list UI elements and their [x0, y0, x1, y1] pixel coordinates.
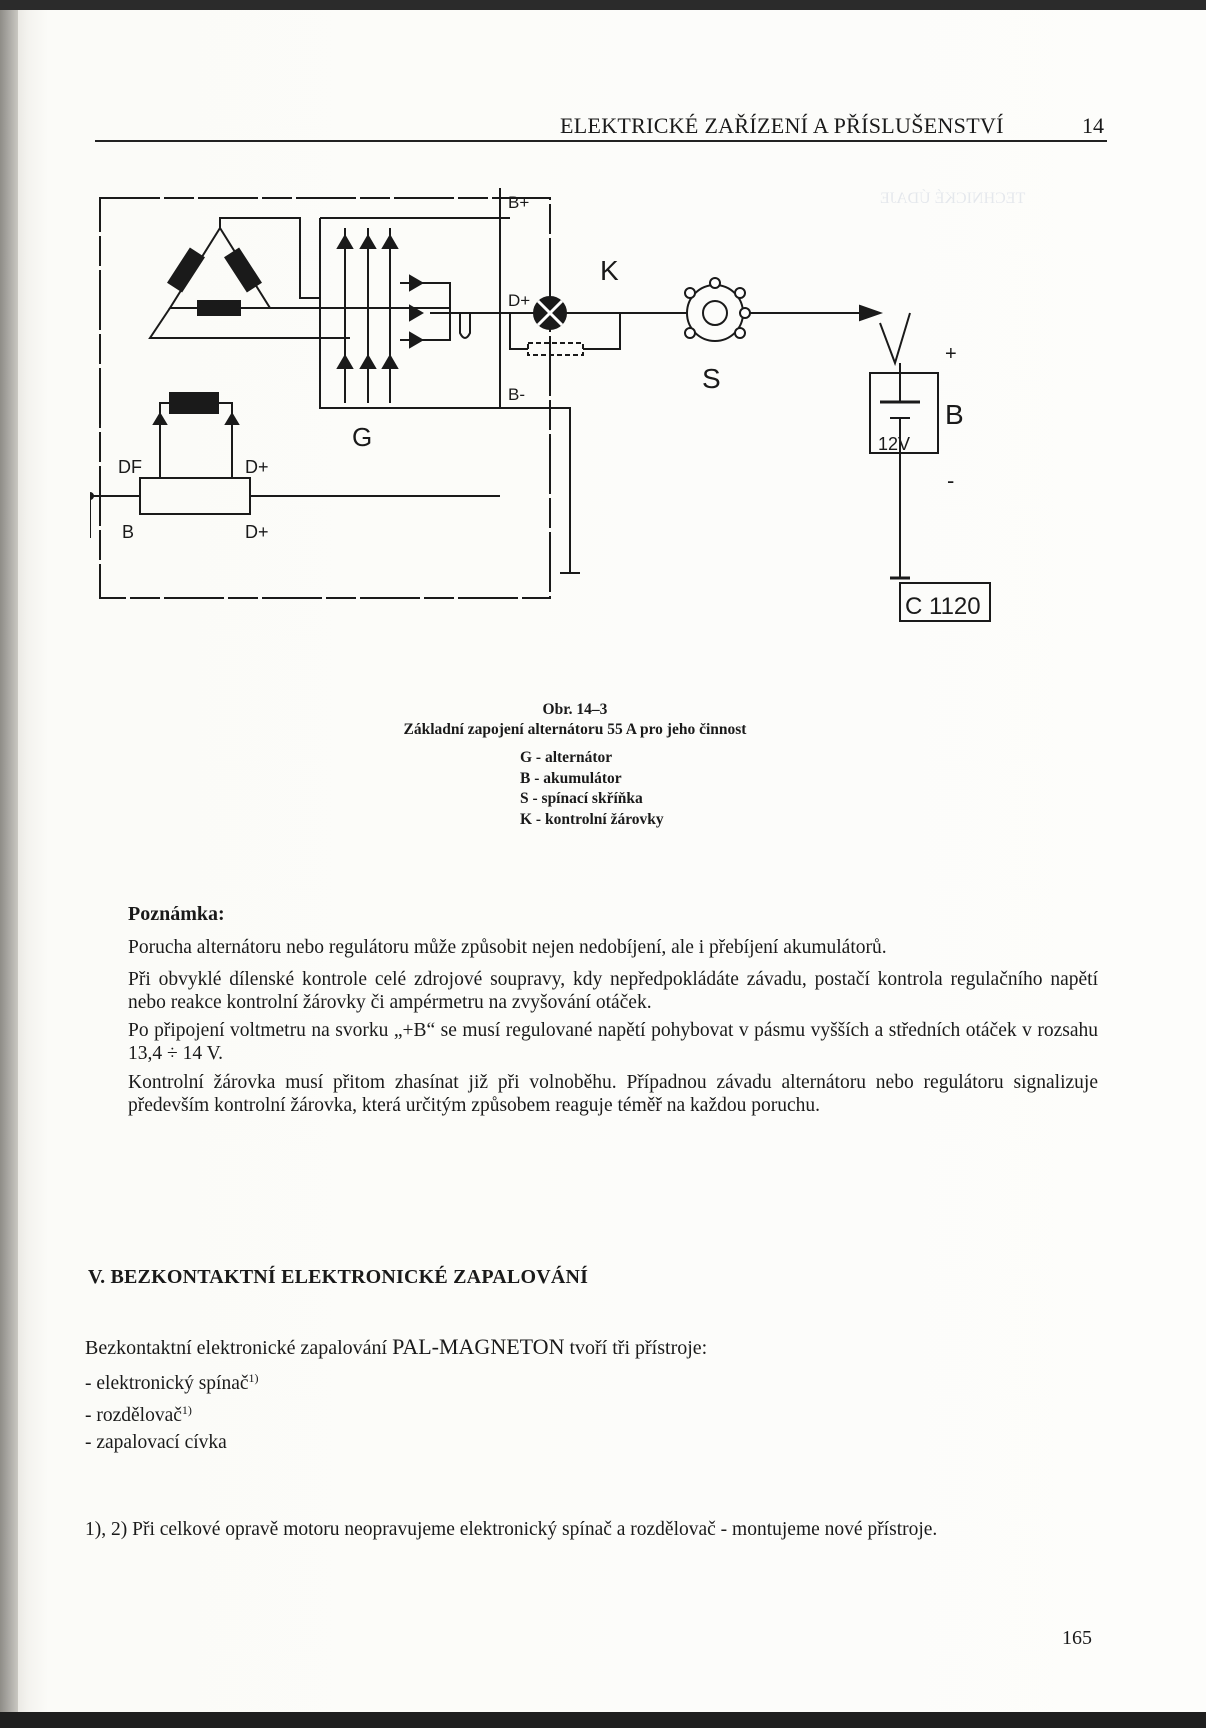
chapter-number: 14 [1082, 113, 1104, 138]
code-box [899, 582, 991, 622]
scan-top-edge [0, 0, 1206, 10]
label-code: C 1120 [905, 593, 981, 620]
label-d-plus-bottom: D+ [245, 522, 269, 542]
section-heading: V. BEZKONTAKTNÍ ELEKTRONICKÉ ZAPALOVÁNÍ [88, 1266, 589, 1288]
label-minus: - [947, 468, 954, 493]
list-item-text: - elektronický spínač [85, 1373, 249, 1394]
stator-winding-2 [224, 247, 262, 293]
note-heading: Poznámka: [128, 903, 225, 925]
legend-item: K - kontrolní žárovky [520, 810, 664, 828]
book-spine-shadow [0, 0, 18, 1728]
label-g: G [352, 422, 372, 452]
label-k: K [600, 255, 619, 286]
label-b-plus: B+ [508, 193, 529, 212]
intro-text-b: tvoří tři přístroje: [564, 1337, 708, 1359]
intro-brand: PAL-MAGNETON [392, 1334, 565, 1359]
label-s: S [702, 363, 721, 394]
section-intro: Bezkontaktní elektronické zapalování PAL… [85, 1334, 707, 1360]
diode-bank-top [336, 234, 399, 249]
figure-number: Obr. 14–3 [542, 701, 608, 718]
page-number: 165 [1062, 1627, 1092, 1649]
note-paragraph: Kontrolní žárovka musí přitom zhasínat j… [128, 1072, 1098, 1116]
list-item: - zapalovací cívka [85, 1429, 259, 1456]
running-header: ELEKTRICKÉ ZAŘÍZENÍ A PŘÍSLUŠENSTVÍ [560, 113, 1004, 138]
list-item: - elektronický spínač1) [85, 1365, 259, 1397]
footnote-marks: 1), 2) [85, 1519, 128, 1540]
label-d-plus-right: D+ [245, 457, 269, 477]
legend-item: S - spínací skříňka [520, 790, 643, 807]
device-list: - elektronický spínač1) - rozdělovač1) -… [85, 1365, 259, 1456]
label-plus: + [945, 343, 957, 365]
intro-text-a: Bezkontaktní elektronické zapalování [85, 1337, 393, 1359]
battery [869, 372, 939, 454]
footnote-ref: 1) [248, 1371, 259, 1385]
label-voltage: 12V [878, 434, 910, 454]
figure-title: Základní zapojení alternátoru 55 A pro j… [403, 721, 747, 738]
note-paragraph: Při obvyklé dílenské kontrole celé zdroj… [128, 969, 1098, 1013]
label-d-plus-top: D+ [508, 291, 530, 310]
note-paragraph: Po připojení voltmetru na svorku „+B“ se… [128, 1020, 1098, 1064]
figure-caption: Obr. 14–3 Základní zapojení alternátoru … [340, 700, 810, 740]
alternator-wiring-diagram: B+ D+ B- K S G DF B D+ D+ B 12V + - C 11… [90, 188, 991, 622]
stator-winding-3 [197, 300, 241, 316]
label-b: B [122, 522, 134, 542]
footnote: 1), 2) Při celkové opravě motoru neoprav… [85, 1519, 937, 1541]
note-paragraph: Porucha alternátoru nebo regulátoru může… [128, 937, 887, 958]
list-item-text: - rozdělovač [85, 1405, 182, 1426]
regulator [139, 477, 251, 515]
label-df: DF [118, 457, 142, 477]
header-rule [95, 140, 1107, 142]
field-winding [169, 392, 219, 414]
legend-item: G - alternátor [520, 749, 613, 766]
diode-bank-bottom [336, 354, 399, 369]
legend-item: B - akumulátor [520, 769, 622, 787]
stator-winding-1 [167, 247, 205, 293]
label-b-minus: B- [508, 385, 525, 404]
scan-bottom-edge [0, 1712, 1206, 1728]
footnote-ref: 1) [181, 1403, 192, 1417]
list-item: - rozdělovač1) [85, 1397, 259, 1429]
list-item-text: - zapalovací cívka [85, 1432, 227, 1453]
exciter-diodes [409, 274, 424, 349]
figure-legend: G - alternátor B - akumulátor S - spínac… [520, 748, 664, 830]
alternator-housing [99, 197, 551, 599]
footnote-text: Při celkové opravě motoru neopravujeme e… [127, 1519, 938, 1540]
d-plus-hook [459, 313, 471, 339]
label-battery-b: B [945, 399, 964, 430]
